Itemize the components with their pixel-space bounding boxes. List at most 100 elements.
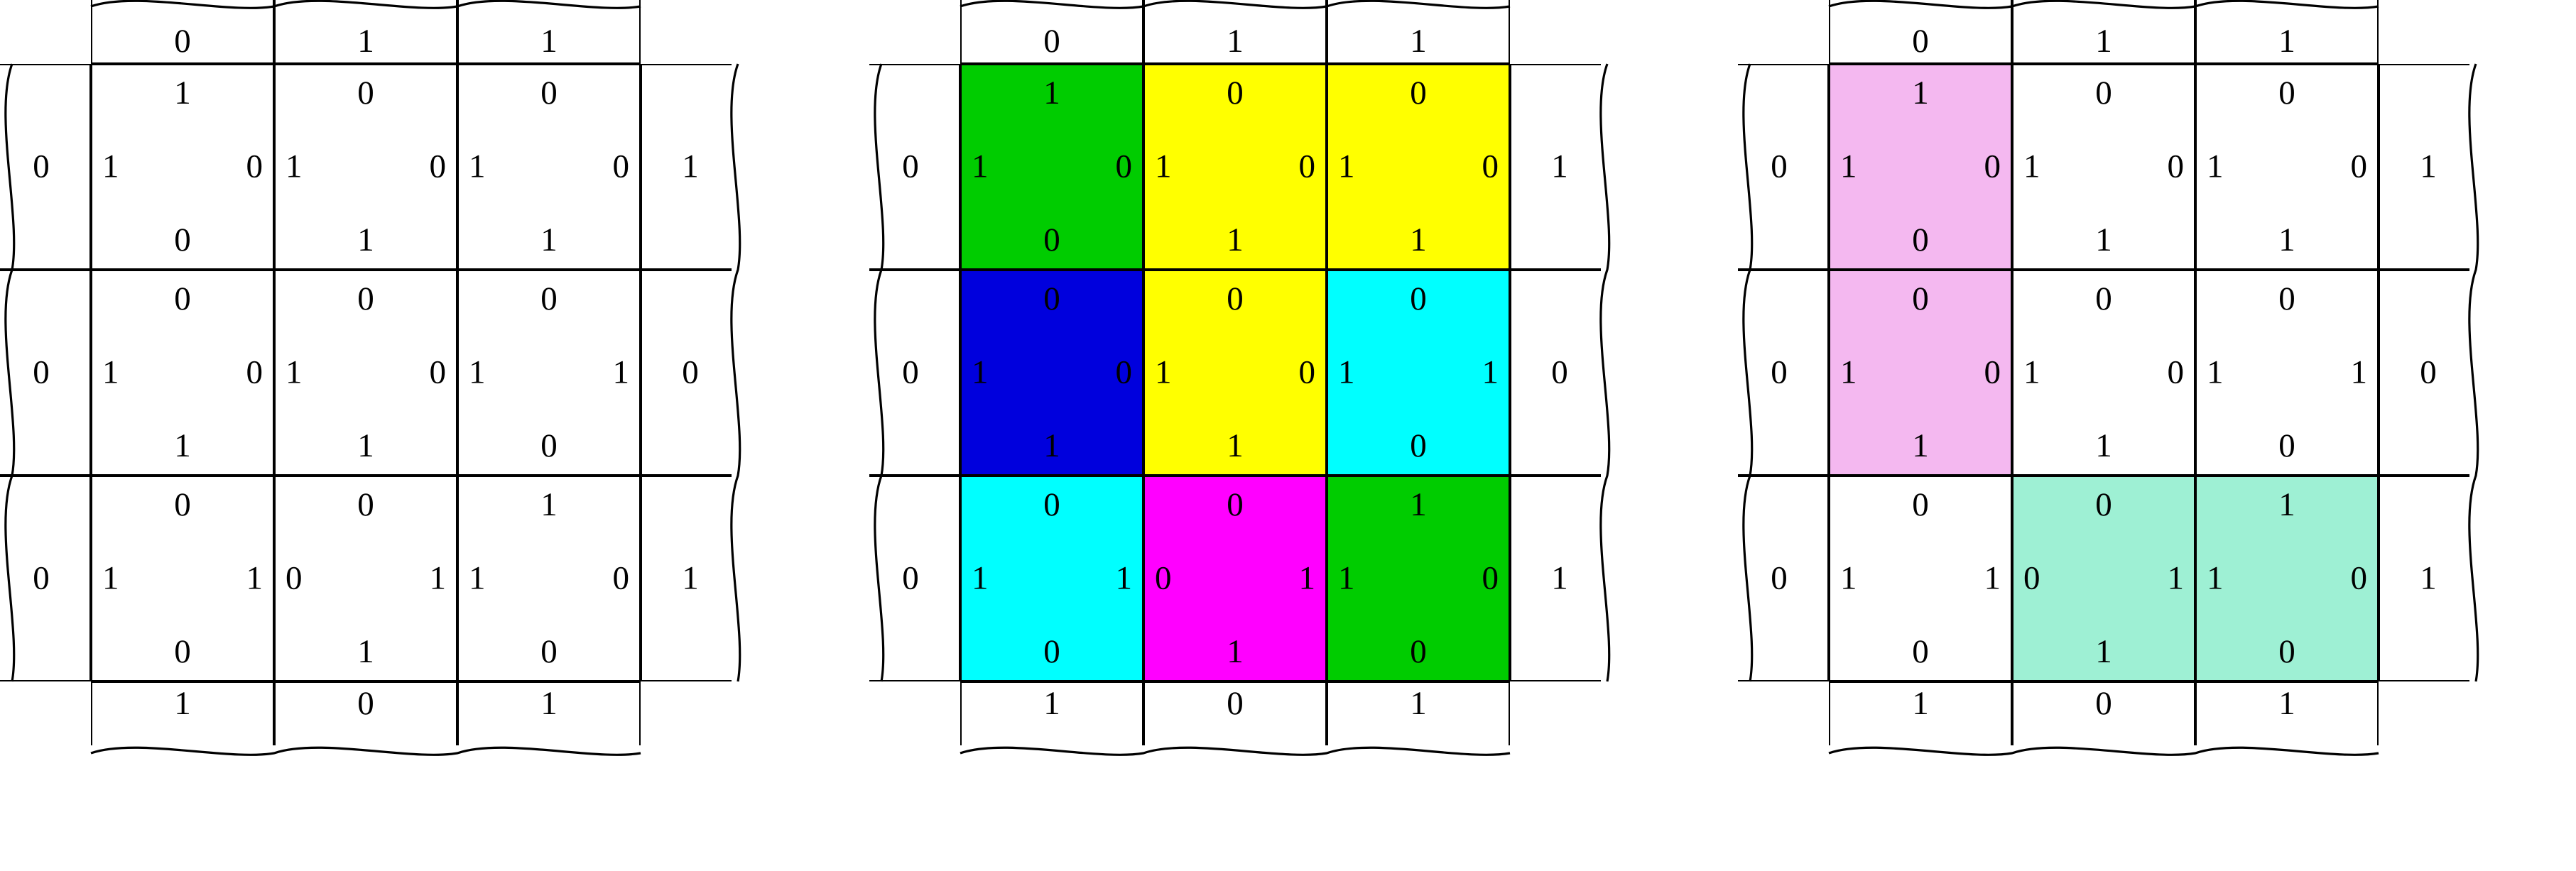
cell-edge-label-bottom: 1 [1912,427,1929,464]
cell-edge-label-right: 0 [1482,559,1499,597]
cell-edge-label-bottom: 0 [2278,633,2295,670]
cell-edge-label-bottom: 0 [2278,427,2295,464]
exterior-bottom-label: 1 [1043,685,1060,722]
exterior-bottom-label: 0 [1227,685,1244,722]
lattice-cell-r3-c2[interactable]: 0 0 1 1 [2012,476,2195,681]
exterior-bottom-label: 0 [2095,685,2112,722]
cell-edge-label-bottom: 1 [2095,633,2112,670]
cell-edge-label-left: 1 [1840,559,1857,597]
cell-edge-label-left: 1 [972,148,989,185]
exterior-bottom-cell: 0 [274,681,457,745]
cell-edge-label-left: 1 [1155,354,1172,391]
exterior-right-label: 1 [682,148,699,185]
cell-edge-label-left: 0 [2023,559,2040,597]
cell-edge-label-bottom: 0 [174,633,191,670]
exterior-left-label: 0 [33,354,50,391]
exterior-left-label: 0 [1771,559,1788,597]
cell-edge-label-left: 1 [1840,148,1857,185]
exterior-right-label: 1 [682,559,699,597]
exterior-right-cell: 1 [1510,64,1601,270]
cell-edge-label-left: 1 [1338,559,1355,597]
cell-edge-label-top: 0 [1227,280,1244,317]
cell-edge-label-top: 1 [1912,75,1929,111]
cell-edge-label-left: 1 [2207,559,2224,597]
cell-edge-label-top: 0 [540,75,558,111]
cell-edge-label-top: 0 [357,75,374,111]
exterior-bottom-cell: 0 [1143,681,1327,745]
exterior-left-cell: 0 [0,270,91,476]
cell-edge-label-top: 0 [357,486,374,523]
cell-edge-label-left: 1 [1338,354,1355,391]
cell-edge-label-top: 0 [2095,486,2112,523]
exterior-right-label: 0 [2420,354,2437,391]
exterior-bottom-cell: 1 [1829,681,2012,745]
cell-edge-label-right: 0 [1115,354,1133,391]
cell-edge-label-left: 1 [469,559,486,597]
cell-edge-label-bottom: 1 [2278,221,2295,258]
exterior-right-label: 1 [2420,148,2437,185]
cell-edge-label-top: 0 [174,280,191,317]
exterior-bottom-cell: 1 [1327,681,1510,745]
exterior-top-cell: 1 [2012,0,2195,64]
exterior-top-cell: 0 [91,0,274,64]
exterior-right-label: 1 [1551,559,1568,597]
cell-edge-label-left: 1 [972,559,989,597]
cell-edge-label-right: 0 [1115,148,1133,185]
exterior-left-label: 0 [902,148,919,185]
cell-edge-label-left: 1 [2207,148,2224,185]
exterior-left-cell: 0 [869,476,960,681]
cell-edge-label-bottom: 1 [174,427,191,464]
cell-edge-label-bottom: 0 [540,633,558,670]
exterior-top-cell: 1 [274,0,457,64]
cell-edge-label-bottom: 0 [1043,221,1060,258]
cell-edge-label-right: 1 [2167,559,2185,597]
cell-edge-label-left: 1 [102,559,119,597]
cell-edge-label-left: 1 [102,148,119,185]
exterior-right-cell: 1 [1510,476,1601,681]
exterior-bottom-cell: 0 [2012,681,2195,745]
cell-edge-label-left: 1 [1155,148,1172,185]
cell-edge-label-right: 1 [429,559,447,597]
cell-edge-label-right: 0 [2350,559,2368,597]
cell-edge-label-right: 1 [1482,354,1499,391]
cell-edge-label-top: 0 [357,280,374,317]
exterior-left-label: 0 [1771,354,1788,391]
cell-edge-label-bottom: 1 [1410,221,1427,258]
exterior-bottom-label: 1 [1410,685,1427,722]
cell-edge-label-left: 1 [972,354,989,391]
cell-edge-label-right: 0 [1482,148,1499,185]
exterior-left-cell: 0 [869,270,960,476]
exterior-left-label: 0 [902,559,919,597]
cell-edge-label-right: 0 [1298,354,1316,391]
cell-edge-label-left: 1 [286,354,303,391]
exterior-top-label: 1 [2278,23,2295,60]
